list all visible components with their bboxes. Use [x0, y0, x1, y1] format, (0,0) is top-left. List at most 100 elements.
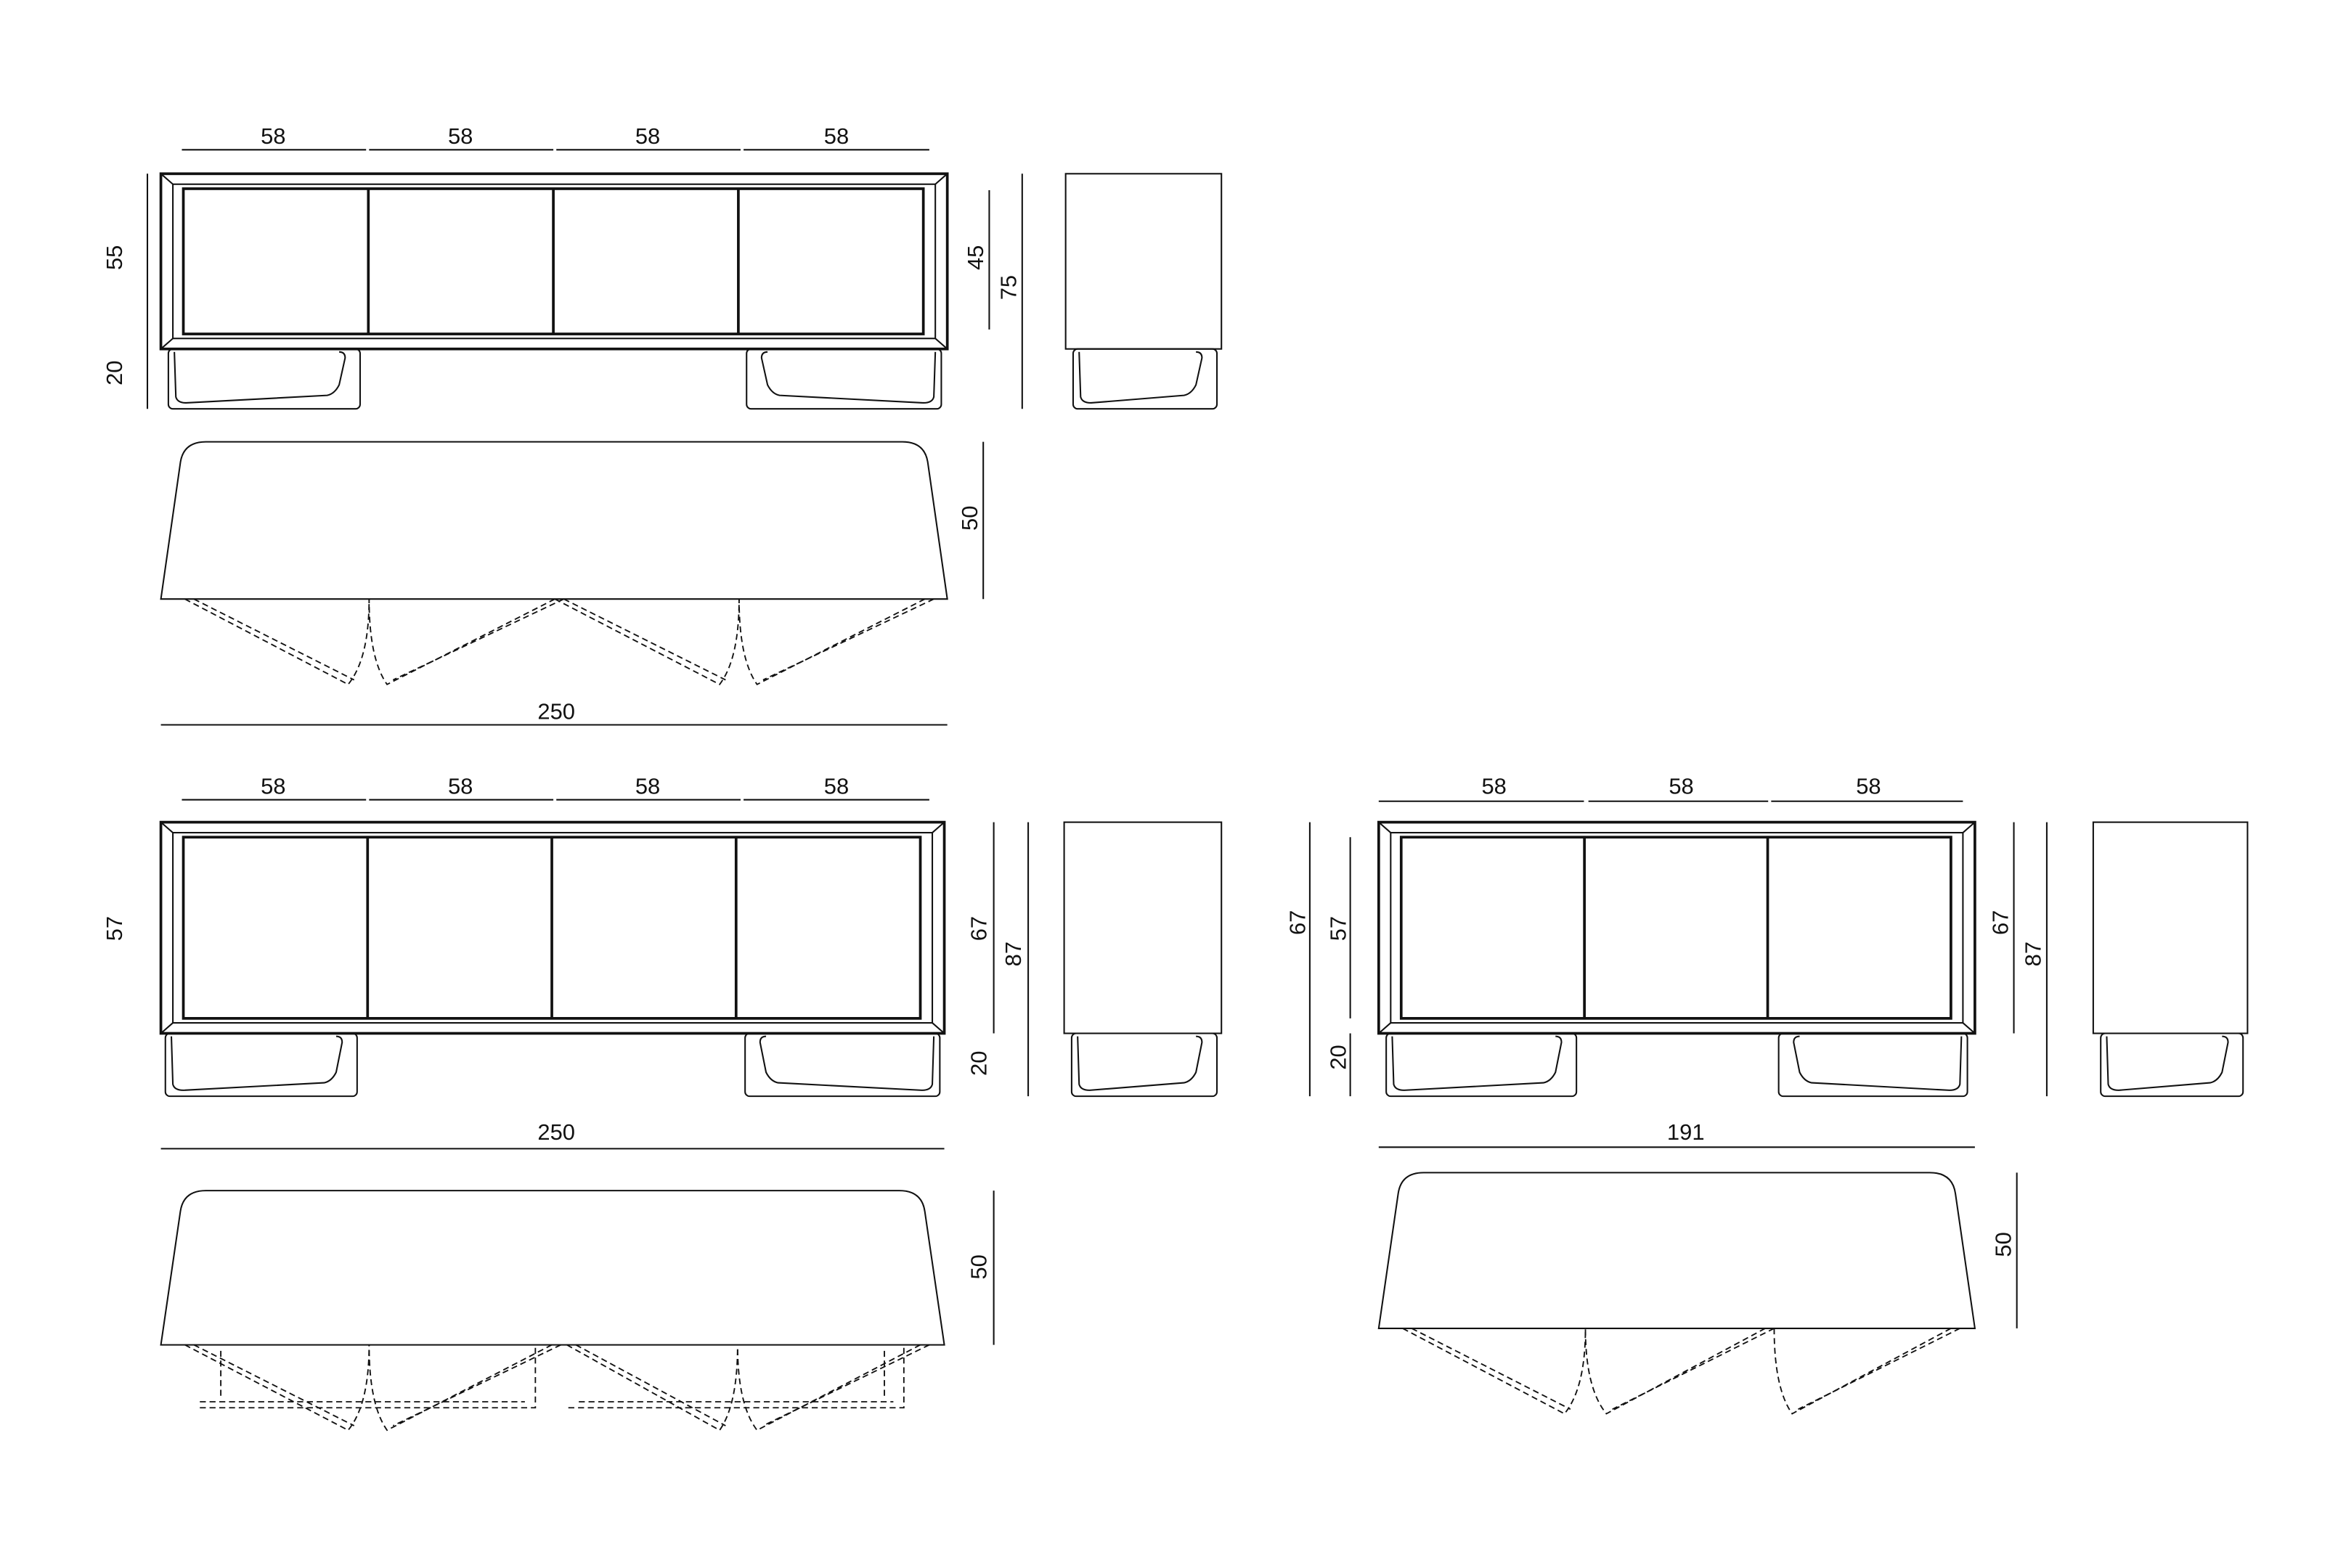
door-swing	[575, 1344, 726, 1426]
leg-cutout	[760, 351, 937, 404]
total-width-label: 250	[537, 698, 575, 724]
door-swing	[1411, 1328, 1571, 1410]
cabinet-frame	[1377, 820, 1976, 1035]
side-view-body	[1064, 173, 1223, 350]
door-swing	[1798, 1328, 1960, 1410]
door-swing	[368, 1344, 553, 1432]
leg-height-label: 20	[966, 1051, 991, 1076]
frame-bevel	[1962, 821, 1976, 833]
body-height-label: 67	[1285, 910, 1311, 935]
total-height-label: 87	[1001, 942, 1026, 966]
door-swing	[1612, 1328, 1775, 1410]
door-height-label: 45	[963, 245, 988, 270]
plan-view-top	[160, 441, 948, 600]
door-width-label: 58	[824, 123, 849, 149]
plan-view-top	[1377, 1172, 1976, 1329]
leg-cutout	[170, 1035, 343, 1091]
unit-191-high-dimensions: 58 58 58 67 57 20 67 87 191 50	[1285, 773, 2046, 1257]
door-width-label: 58	[448, 123, 473, 149]
frame-bevel	[160, 1022, 174, 1034]
door-height-label: 57	[102, 916, 127, 941]
unit-250-high-dimensions: 58 58 58 58 57 67 87 20 250 50	[102, 773, 1026, 1279]
frame-bevel	[160, 821, 174, 833]
door-swing	[1773, 1328, 1952, 1415]
leg	[1070, 1032, 1218, 1098]
door-width-label: 58	[635, 123, 660, 149]
door-height-label: 57	[1325, 916, 1351, 941]
door-panel	[1399, 836, 1952, 1020]
frame-inner	[172, 832, 934, 1024]
depth-label: 50	[966, 1254, 991, 1279]
depth-label: 50	[957, 506, 982, 531]
leg-cutout	[1078, 351, 1203, 404]
frame-inner	[1390, 832, 1964, 1024]
leg-cutout	[759, 1035, 935, 1091]
frame-bevel	[932, 821, 945, 833]
door-swing	[554, 598, 740, 685]
total-width-label: 191	[1667, 1119, 1705, 1145]
side-view-body	[1063, 821, 1223, 1034]
door-swing	[566, 1344, 738, 1432]
leg	[1385, 1032, 1578, 1098]
drawing-geometry	[146, 149, 2249, 1432]
leg	[1072, 348, 1218, 410]
leg-cutout	[2106, 1035, 2229, 1091]
door-swing	[392, 1344, 561, 1426]
total-height-label: 87	[2021, 942, 2046, 966]
cabinet-frame	[159, 820, 946, 1035]
door-width-label: 58	[1481, 773, 1506, 799]
door-swing	[193, 598, 355, 681]
leg-height-label: 20	[102, 360, 127, 385]
side-view-body	[2092, 821, 2249, 1034]
frame-bevel	[1378, 1022, 1392, 1034]
depth-label: 50	[1990, 1232, 2016, 1257]
door-width-label: 58	[1669, 773, 1693, 799]
plan-view-top	[160, 1190, 945, 1346]
total-width-label: 250	[537, 1119, 575, 1145]
door-swing	[184, 598, 370, 685]
leg	[2100, 1032, 2244, 1098]
door-swing	[1584, 1328, 1766, 1415]
frame-bevel	[934, 338, 948, 350]
body-height-label: 55	[102, 245, 127, 270]
frame-inner	[172, 183, 937, 340]
door-swing	[738, 598, 926, 686]
door-swing	[736, 1344, 921, 1432]
door-width-label: 58	[261, 123, 285, 149]
door-width-label: 58	[824, 773, 849, 799]
body-height-label: 67	[1987, 910, 2013, 935]
leg	[1777, 1032, 1968, 1098]
frame-bevel	[160, 338, 174, 350]
leg-cutout	[1391, 1035, 1563, 1091]
leg-cutout	[1077, 1035, 1203, 1091]
leg-outline-hidden	[200, 1347, 905, 1409]
door-width-label: 58	[635, 773, 660, 799]
door-width-label: 58	[1856, 773, 1881, 799]
leg	[746, 348, 942, 410]
cabinet-frame	[159, 172, 949, 351]
frame-bevel	[1378, 821, 1392, 833]
unit-250-low-dimensions: 58 58 58 58 55 20 45 75 50 250	[102, 123, 1022, 724]
frame-bevel	[932, 1022, 945, 1034]
leg-cutout	[174, 351, 346, 404]
frame-bevel	[934, 173, 948, 185]
leg-cutout	[1793, 1035, 1963, 1091]
total-height-label: 75	[996, 275, 1022, 300]
door-swing	[563, 598, 726, 681]
leg	[167, 348, 361, 410]
door-swing	[368, 598, 555, 686]
body-height-label: 67	[966, 916, 991, 941]
frame-bevel	[160, 173, 174, 185]
leg	[744, 1032, 941, 1098]
door-swing	[762, 598, 934, 681]
frame-bevel	[1962, 1022, 1976, 1034]
leg-height-label: 20	[1325, 1045, 1351, 1069]
door-width-label: 58	[261, 773, 285, 799]
door-swing	[184, 1344, 370, 1432]
door-width-label: 58	[448, 773, 473, 799]
leg	[164, 1032, 358, 1098]
door-swing	[1402, 1328, 1586, 1415]
door-swing	[392, 598, 564, 681]
door-swing	[762, 1344, 930, 1426]
